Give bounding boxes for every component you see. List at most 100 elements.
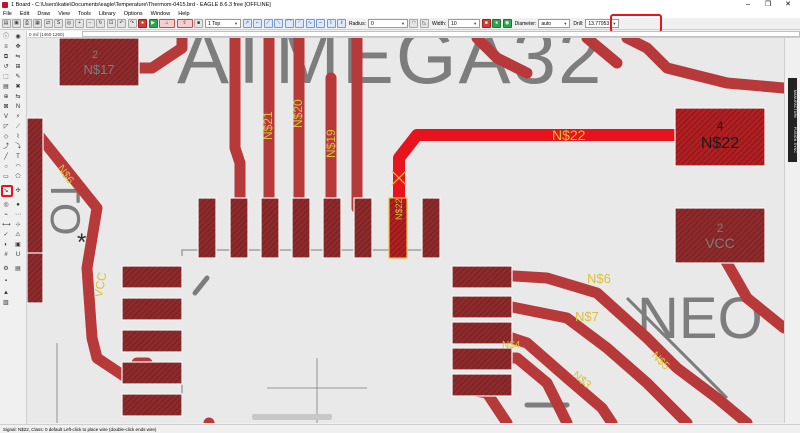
horizontal-scrollbar[interactable] — [252, 414, 332, 420]
pad-left-1[interactable] — [121, 265, 183, 289]
signal-icon[interactable]: ⌁ — [4, 212, 8, 218]
drill-select[interactable]: 13.77953 ▼ — [585, 19, 620, 28]
schematic-switch-icon[interactable]: ⇄ — [43, 19, 53, 28]
wire-miter-icon[interactable]: ⌇ — [326, 19, 336, 28]
via-stop-icon[interactable]: ■ — [481, 19, 491, 28]
menu-tools[interactable]: Tools — [78, 11, 91, 17]
menu-draw[interactable]: Draw — [37, 11, 51, 17]
print-icon[interactable]: ⎙ — [22, 19, 32, 28]
split-icon[interactable]: ⟋ — [15, 124, 21, 130]
wire-bend-45b-icon[interactable]: ⟍ — [274, 19, 283, 28]
pad-left-2[interactable] — [121, 297, 183, 321]
zoom-in-icon[interactable]: + — [75, 19, 84, 28]
ulp-icon[interactable]: U — [15, 252, 21, 258]
pad-top-5[interactable] — [322, 197, 342, 259]
width-select[interactable]: 10 ▼ — [448, 19, 481, 28]
attribute-icon[interactable]: ⋯ — [15, 212, 21, 218]
layers-icon[interactable]: ≡ — [4, 44, 8, 50]
command-line-input[interactable] — [82, 31, 800, 37]
pad-left-5[interactable] — [121, 393, 183, 417]
drc-icon[interactable]: ✓ — [3, 232, 9, 238]
wire-bend-arc-icon[interactable]: ⌒ — [284, 19, 294, 28]
align-icon[interactable]: ⊞ — [15, 64, 21, 70]
script-icon[interactable]: S — [54, 19, 63, 28]
via-icon[interactable]: ◎ — [3, 202, 9, 208]
grid-icon[interactable]: # — [4, 252, 8, 258]
replace-icon[interactable]: ⇆ — [15, 94, 21, 100]
pad-left-edge-2[interactable] — [27, 252, 44, 304]
rectangle-icon[interactable]: ▭ — [3, 174, 9, 180]
mirror-icon[interactable]: ⇋ — [15, 54, 21, 60]
wire-bend-90-icon[interactable]: ⌐ — [253, 19, 262, 28]
library-icon[interactable]: ▧ — [3, 300, 9, 306]
fusion-sync-tab[interactable]: FUSION SYNC — [788, 118, 797, 162]
via-shape-icon[interactable]: ◉ — [502, 19, 512, 28]
pad-n22-large[interactable] — [674, 107, 766, 167]
info-icon[interactable]: ⓘ — [2, 34, 9, 40]
add-icon[interactable]: ⊕ — [3, 94, 9, 100]
copy-icon[interactable]: ⧉ — [3, 54, 9, 60]
pad-top-1[interactable] — [197, 197, 217, 259]
pad-right-5[interactable] — [451, 373, 513, 397]
autorouter-icon[interactable]: ⚙ — [3, 266, 9, 272]
trace-n22-selected[interactable] — [393, 129, 688, 216]
wire-bend-straight-icon[interactable]: ↗ — [242, 19, 252, 28]
radius-select[interactable]: 0 ▼ — [367, 19, 408, 28]
zoom-select-icon[interactable]: ⊡ — [106, 19, 116, 28]
route-airwire-icon[interactable]: ↘ — [3, 188, 9, 194]
hole-icon[interactable]: ● — [16, 202, 20, 208]
change-icon[interactable]: ✎ — [15, 74, 21, 80]
pad-top-3[interactable] — [260, 197, 280, 259]
wire-icon[interactable]: ╱ — [4, 154, 8, 160]
open-icon[interactable]: ▤ — [1, 19, 11, 28]
group-icon[interactable]: ⬚ — [3, 74, 9, 80]
wire-bend-45-icon[interactable]: ⟋ — [263, 19, 273, 28]
stop-icon[interactable]: ● — [138, 19, 147, 28]
pad-top-n22[interactable] — [388, 197, 408, 259]
pad-top-4[interactable] — [291, 197, 311, 259]
pad-left-4[interactable] — [121, 361, 183, 385]
fusion-design-icon[interactable]: ⌂ — [159, 19, 175, 28]
trace-n21[interactable] — [229, 38, 246, 214]
pcb-green-icon[interactable]: ▪ — [4, 278, 8, 284]
pad-top-2[interactable] — [229, 197, 249, 259]
menu-window[interactable]: Window — [150, 11, 171, 17]
pad-top-6[interactable] — [353, 197, 373, 259]
polygon-icon[interactable]: ⬠ — [15, 174, 21, 180]
pad-right-2[interactable] — [451, 295, 513, 319]
errors-icon[interactable]: ⚠ — [15, 232, 21, 238]
cam-processor-icon[interactable]: ▤ — [15, 266, 21, 272]
cam-icon[interactable]: ▦ — [33, 19, 42, 28]
via-go-icon[interactable]: ● — [492, 19, 502, 28]
wire-curve-icon[interactable]: ℓ — [337, 19, 346, 28]
fusion-icon[interactable]: ▲ — [3, 290, 9, 296]
display-icon[interactable]: ▣ — [15, 242, 21, 248]
lock-icon[interactable]: ⊠ — [3, 104, 9, 110]
redo-icon[interactable]: ↷ — [127, 19, 137, 28]
paste-icon[interactable]: ▤ — [3, 84, 9, 90]
dimension-icon[interactable]: ⟷ — [2, 222, 11, 228]
pad-right-4[interactable] — [451, 347, 513, 371]
zoom-fit-icon[interactable]: ◎ — [64, 19, 74, 28]
save-icon[interactable]: ▣ — [12, 19, 21, 28]
diameter-select[interactable]: auto ▼ — [538, 19, 571, 28]
optimize-icon[interactable]: ◇ — [3, 134, 9, 140]
rotate-icon[interactable]: ↺ — [3, 64, 9, 70]
menu-help[interactable]: Help — [178, 11, 190, 17]
pad-right-3[interactable] — [451, 321, 513, 345]
menu-edit[interactable]: Edit — [19, 11, 30, 17]
wire-style-icon[interactable]: ∼ — [316, 19, 325, 28]
close-button[interactable]: ✕ — [785, 1, 791, 8]
menu-options[interactable]: Options — [123, 11, 143, 17]
undo-icon[interactable]: ↶ — [117, 19, 126, 28]
pad-vcc[interactable] — [674, 207, 766, 264]
go-icon[interactable]: ▶ — [148, 19, 158, 28]
mark-icon[interactable]: ⊹ — [15, 222, 21, 228]
layer-color-icon[interactable]: ■ — [194, 19, 203, 28]
name-icon[interactable]: N — [15, 104, 21, 110]
miter-straight-icon[interactable]: ◺ — [419, 19, 429, 28]
pad-left-3[interactable] — [121, 329, 183, 353]
delete-icon[interactable]: ✖ — [15, 84, 21, 90]
redraw-icon[interactable]: ↻ — [96, 19, 105, 28]
meander-icon[interactable]: ⌇ — [16, 134, 20, 140]
